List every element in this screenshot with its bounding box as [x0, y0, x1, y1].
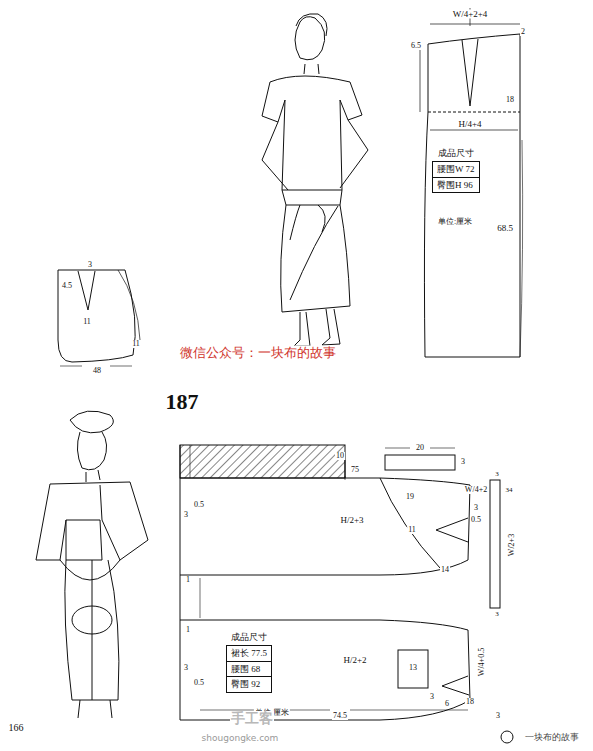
dimension-label: 单位:厘米: [437, 218, 473, 226]
dimension-label: shougongke.com: [201, 734, 280, 743]
dimension-label: 14: [440, 566, 450, 574]
table-row: 裙长 77.5: [227, 646, 271, 661]
dimension-label: 11: [82, 318, 92, 326]
caption-text: 手工客: [230, 711, 274, 725]
dimension-label: 3: [183, 664, 189, 672]
caption-text: 187: [165, 391, 200, 413]
caption-text: 微信公众号：一块布的故事: [179, 346, 337, 359]
dimension-label: 3: [460, 458, 466, 466]
dimension-label: 2: [520, 28, 526, 36]
dimension-label: 1: [185, 576, 191, 584]
dimension-label: 0.5: [193, 679, 205, 687]
dimension-label: 18: [465, 698, 475, 706]
table-border: 裙长 77.5腰围 68臀围 92: [226, 645, 272, 693]
dimension-label: W/4+0.5: [478, 647, 486, 677]
dimension-label: 3: [87, 261, 93, 269]
table-row: 臀围H 96: [433, 177, 479, 193]
dimension-label: H/4+4: [457, 120, 482, 129]
dimension-label: 6: [444, 700, 450, 708]
table-row: 腰围W 72: [433, 162, 479, 177]
dimension-label: 18: [505, 96, 515, 104]
dimension-label: W/2+3: [508, 533, 516, 557]
table-border: 腰围W 72臀围H 96: [432, 161, 480, 194]
dimension-label: W/4+2: [464, 486, 488, 494]
dimension-label: 11: [407, 526, 417, 534]
dimension-label: 4.5: [61, 282, 73, 290]
dimension-label: 3: [183, 511, 189, 519]
dimension-label: 6.5: [410, 42, 422, 50]
dimension-label: 74.5: [332, 712, 348, 720]
dimension-label: 3: [473, 504, 479, 512]
dimension-label: 3: [429, 693, 435, 701]
dimension-label: H/2+3: [339, 516, 364, 525]
size-table: 成品尺寸腰围W 72臀围H 96: [432, 148, 480, 193]
dimension-label: 19: [405, 493, 415, 501]
size-table: 成品尺寸裙长 77.5腰围 68臀围 92: [226, 632, 272, 693]
dimension-label: 68.5: [496, 224, 514, 233]
table-row: 臀围 92: [227, 676, 271, 692]
dimension-label: 3: [495, 712, 501, 720]
dimension-label: 3: [494, 611, 500, 618]
dimension-label: 166: [8, 723, 25, 733]
dimension-label: 75: [350, 466, 360, 474]
dimension-label: 10: [335, 452, 345, 460]
dimension-label: 3: [494, 471, 500, 478]
dimension-label: 1: [185, 626, 191, 634]
dimension-label: 48: [92, 367, 102, 375]
dimension-label: 34: [505, 487, 514, 494]
table-heading: 成品尺寸: [432, 148, 480, 161]
dimension-label: 一块布的故事: [524, 733, 580, 742]
dimension-label: 0.5: [470, 516, 482, 524]
dimension-label: 0.5: [193, 501, 205, 509]
table-row: 腰围 68: [227, 661, 271, 677]
dimension-label: 11: [131, 340, 141, 348]
dimension-label: H/2+2: [342, 656, 367, 665]
dimension-label: 13: [408, 664, 418, 672]
table-heading: 成品尺寸: [226, 632, 272, 645]
dimension-label: W/4+2+4: [452, 10, 489, 19]
dimension-label: 20: [415, 444, 425, 452]
